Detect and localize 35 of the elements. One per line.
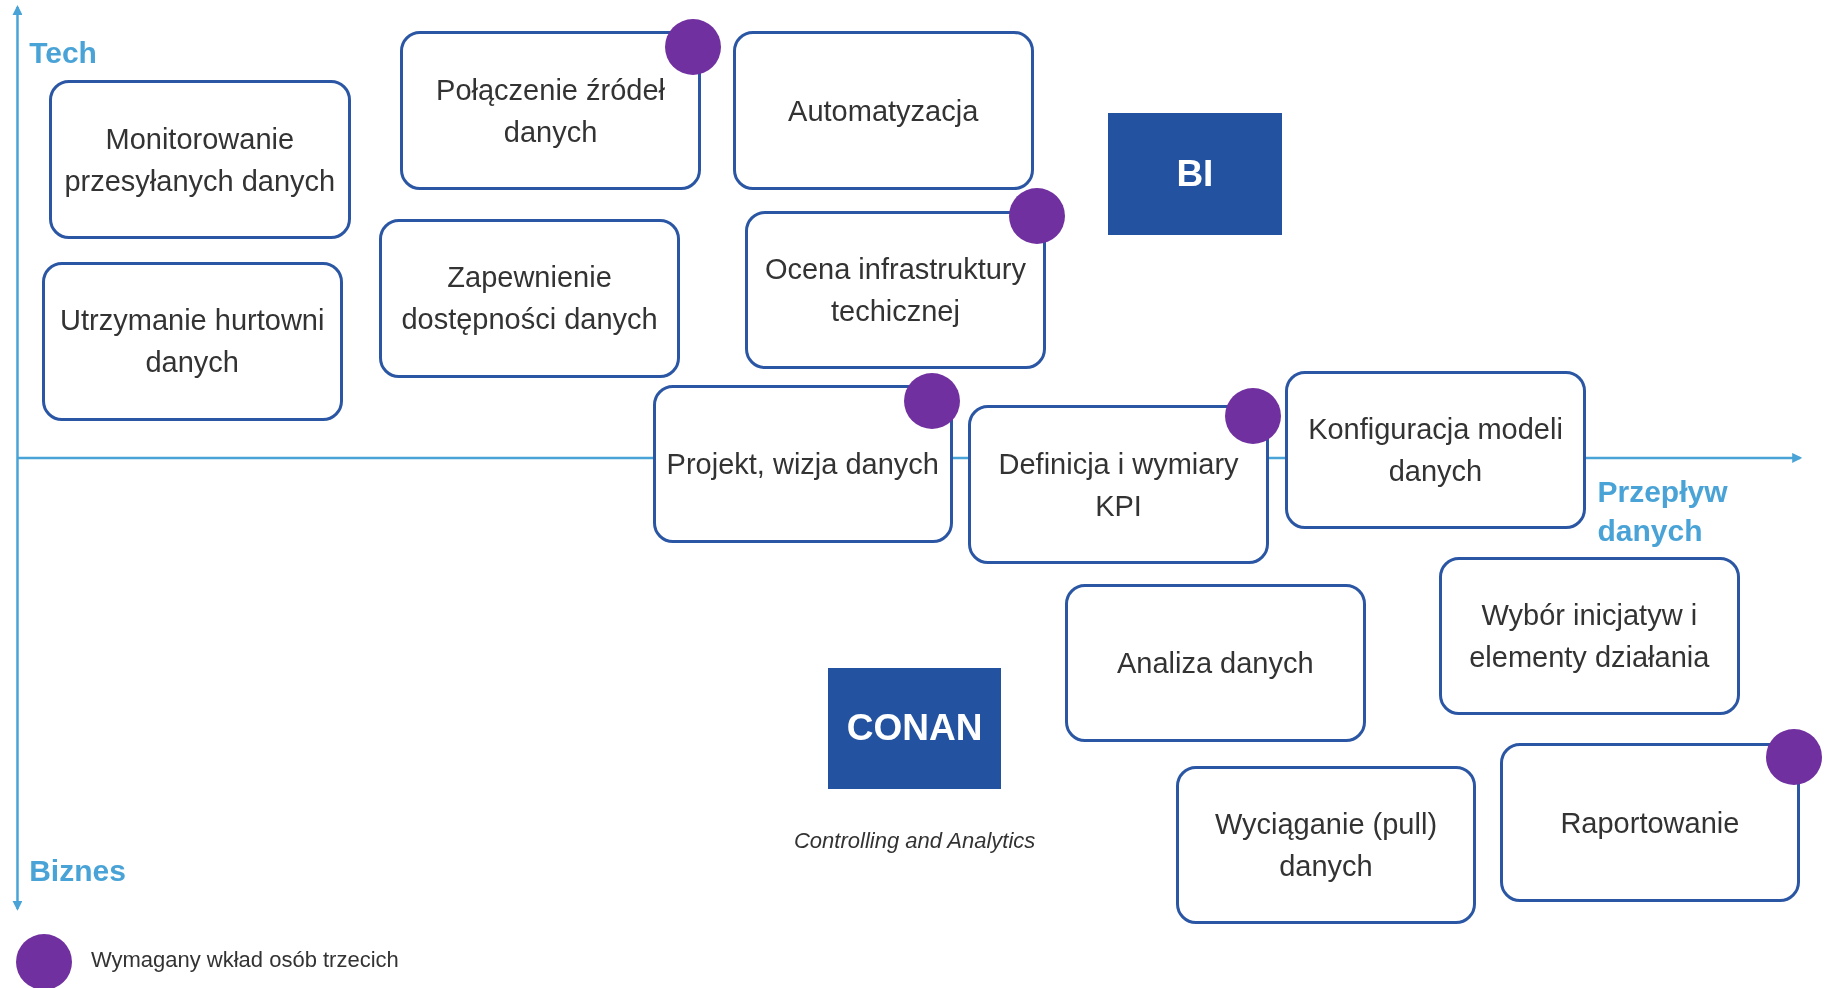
task-box <box>1499 743 1801 902</box>
legend-text: Wymagany wkład osób trzecich <box>90 947 399 974</box>
task-text: Ocena infrastruktury techicznej <box>763 252 1027 330</box>
task-box <box>1175 765 1477 924</box>
task-text: Wybór inicjatyw i elementy działania <box>1468 598 1711 676</box>
block-title: CONAN <box>846 707 983 750</box>
task-box <box>48 80 351 239</box>
task-text: Automatyzacja <box>787 93 980 129</box>
task-text: Wyciąganie (pull) danych <box>1213 806 1439 884</box>
title-block <box>828 667 1001 789</box>
axis-label: Przepływ danych <box>1597 473 1729 549</box>
task-text: Monitorowanie przesyłanych danych <box>63 121 337 199</box>
task-text: Utrzymanie hurtowni danych <box>59 303 326 381</box>
caption-text: Controlling and Analytics <box>793 828 1037 855</box>
task-box <box>744 210 1047 370</box>
task-box <box>1285 370 1586 529</box>
task-text: Połączenie źródeł danych <box>435 72 666 150</box>
task-box <box>1439 556 1740 716</box>
task-text: Analiza danych <box>1115 645 1315 681</box>
task-box <box>41 262 343 421</box>
axis-label: Tech <box>29 34 97 71</box>
task-box <box>399 31 702 190</box>
task-text: Raportowanie <box>1559 805 1741 841</box>
task-text: Konfiguracja modeli danych <box>1307 411 1564 489</box>
task-text: Definicja i wymiary KPI <box>997 446 1240 524</box>
title-block <box>1108 113 1282 236</box>
axis-label: Biznes <box>29 852 126 889</box>
task-box <box>732 31 1034 190</box>
task-box <box>378 219 681 378</box>
task-text: Zapewnienie dostępności danych <box>400 260 659 338</box>
task-text: Projekt, wizja danych <box>665 446 940 482</box>
task-box <box>1064 583 1366 743</box>
task-box <box>968 405 1269 564</box>
block-title: BI <box>1176 153 1214 196</box>
task-box <box>652 384 954 543</box>
